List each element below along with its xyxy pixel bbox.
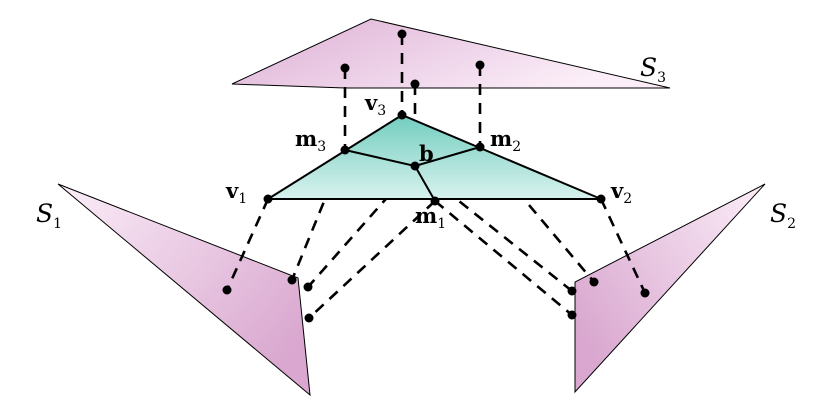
point-m2 [475, 142, 485, 152]
s1-point-v1 [222, 285, 232, 295]
label-m1: m1 [415, 203, 446, 232]
s2-point-b [567, 286, 577, 296]
s2-point-m2 [589, 277, 599, 287]
triangle-points [263, 110, 606, 206]
surface-s1 [57, 183, 311, 397]
label-s3: S3 [640, 53, 666, 86]
point-m3 [340, 145, 350, 155]
s3-point-m2 [475, 60, 485, 70]
surface-s2 [574, 183, 766, 394]
s1-point-b [303, 282, 313, 292]
s1-point-m1 [304, 313, 314, 323]
label-m3: m3 [295, 126, 326, 155]
central-triangle [264, 113, 602, 200]
label-s2: S2 [770, 199, 796, 232]
surface-s3 [231, 18, 671, 89]
dash-m1-s2 [434, 200, 573, 316]
edge-m3-b [344, 149, 416, 167]
dual-edges [344, 146, 481, 202]
s2-point-v2 [640, 288, 650, 298]
s2-point-m1 [567, 310, 577, 320]
dash-b-s2 [414, 164, 573, 293]
s3-point-v3 [397, 29, 407, 39]
s1-points [222, 275, 314, 323]
s3-point-m3 [340, 63, 350, 73]
label-m2: m2 [490, 126, 521, 155]
point-v2 [596, 194, 606, 204]
s3-points [340, 29, 485, 89]
dash-v2-s2 [599, 198, 647, 294]
dash-v1-s1 [225, 198, 270, 291]
label-b: b [419, 141, 434, 166]
point-v3 [397, 110, 407, 120]
dash-m1-s1 [308, 200, 436, 319]
label-v3: v3 [364, 90, 386, 119]
s1-point-m3 [287, 275, 297, 285]
label-v2: v2 [610, 178, 632, 207]
point-m1 [430, 196, 440, 206]
s3-point-b [410, 79, 420, 89]
point-v1 [263, 194, 273, 204]
label-v1: v1 [225, 178, 247, 207]
label-s1: S1 [36, 199, 62, 232]
point-b [410, 161, 420, 171]
s2-points [567, 277, 650, 320]
edge-m2-b [414, 146, 481, 167]
edge-m1-b [414, 165, 436, 202]
